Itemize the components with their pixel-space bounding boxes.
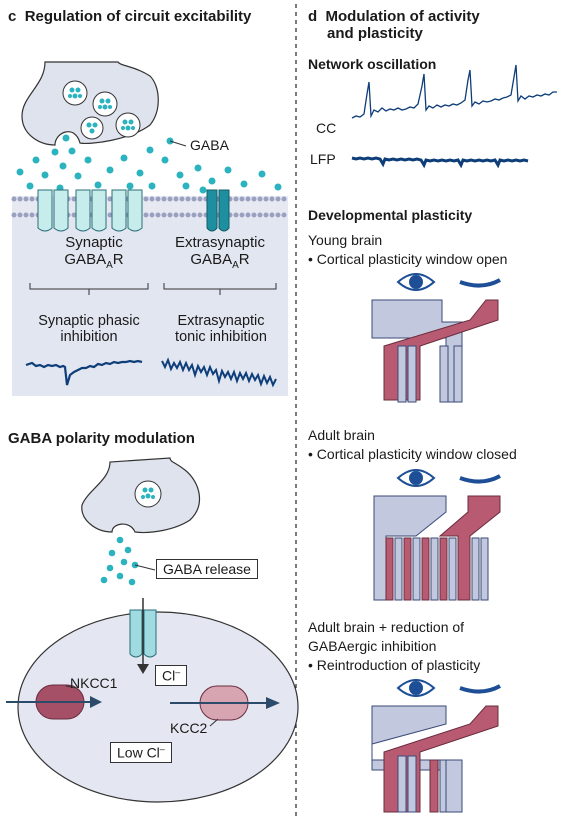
young-line2: • Cortical plasticity window open xyxy=(308,251,508,267)
reduced-line3: • Reintroduction of plasticity xyxy=(308,657,481,673)
adult-line2: • Cortical plasticity window closed xyxy=(308,446,517,462)
polarity-receptor xyxy=(129,609,157,658)
panel-d-title-block: d Modulation of activity and plasticity xyxy=(308,8,480,42)
polarity-title: GABA polarity modulation xyxy=(8,430,195,447)
cc-label: CC xyxy=(316,120,337,136)
lfp-trace xyxy=(351,156,529,169)
panel-d-title-line1: Modulation of activity xyxy=(325,8,480,25)
panel-c-letter: c xyxy=(8,8,17,25)
synaptic-receptor-line2: GABAAR xyxy=(64,251,124,271)
low-cl-label: Low Cl– xyxy=(110,742,172,763)
young-line1: Young brain xyxy=(308,232,383,248)
panel-c-title-row: c Regulation of circuit excitability xyxy=(8,8,251,25)
polarity-group xyxy=(6,457,299,803)
vesicles-top xyxy=(62,80,141,140)
reduced-brain-text: Adult brain + reduction of GABAergic inh… xyxy=(308,618,480,675)
synaptic-receptor-label: Synaptic GABAAR xyxy=(44,234,144,271)
plasticity-diagram-young xyxy=(371,273,501,403)
extrasynaptic-receptor-label: Extrasynaptic GABAAR xyxy=(160,234,280,271)
tonic-inhibition-line1: Extrasynaptic xyxy=(177,313,265,329)
postsynaptic-cell xyxy=(17,611,299,803)
dev-title: Developmental plasticity xyxy=(308,207,473,223)
synaptic-inhibition-line1: Synaptic phasic xyxy=(38,313,140,329)
lfp-label: LFP xyxy=(310,151,336,167)
extrasynaptic-receptor-line2: GABAAR xyxy=(190,251,250,271)
plasticity-diagram-reduced xyxy=(371,679,501,813)
reduced-line1: Adult brain + reduction of xyxy=(308,619,465,635)
extrasynaptic-receptor xyxy=(206,189,230,232)
phasic-trace xyxy=(25,359,143,386)
panel-d-letter: d xyxy=(308,8,318,25)
synaptic-receptor-line1: Synaptic xyxy=(65,234,123,251)
synaptic-brace xyxy=(29,283,149,295)
adult-brain-text: Adult brain • Cortical plasticity window… xyxy=(308,426,517,464)
tonic-trace xyxy=(161,357,277,388)
tonic-inhibition-line2: tonic inhibition xyxy=(175,329,267,345)
nkcc1-label: NKCC1 xyxy=(70,675,118,691)
synapse-top-group xyxy=(11,61,288,396)
synaptic-inhibition-line2: inhibition xyxy=(60,329,118,345)
extrasynaptic-brace xyxy=(163,283,277,295)
gaba-dots-release xyxy=(100,536,139,586)
tonic-inhibition-label: Extrasynaptic tonic inhibition xyxy=(158,313,284,345)
adult-line1: Adult brain xyxy=(308,427,375,443)
reduced-line2: GABAergic inhibition xyxy=(308,638,437,654)
extrasynaptic-receptor-line1: Extrasynaptic xyxy=(174,234,266,251)
cc-trace xyxy=(351,64,557,119)
gaba-label: GABA xyxy=(190,137,229,153)
panel-c-title: Regulation of circuit excitability xyxy=(24,8,252,25)
network-title: Network oscillation xyxy=(308,56,437,72)
plasticity-diagram-adult xyxy=(373,469,501,601)
young-brain-text: Young brain • Cortical plasticity window… xyxy=(308,231,507,269)
chloride-label: Cl– xyxy=(155,665,188,686)
release-pointer xyxy=(134,564,156,571)
network-oscillation-group xyxy=(351,64,557,169)
gaba-pointer xyxy=(169,140,187,147)
synaptic-receptors xyxy=(37,189,143,232)
panel-d-title-line2: and plasticity xyxy=(327,25,423,42)
kcc2-label: KCC2 xyxy=(170,720,208,736)
synaptic-inhibition-label: Synaptic phasic inhibition xyxy=(14,313,164,345)
gaba-dots-top xyxy=(16,134,282,194)
gaba-release-label: GABA release xyxy=(156,559,258,579)
